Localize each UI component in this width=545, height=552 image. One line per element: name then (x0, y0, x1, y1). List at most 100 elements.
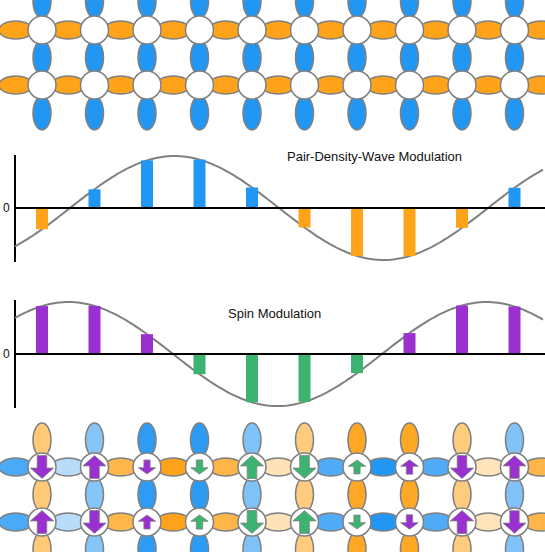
spin-arrow (293, 456, 316, 479)
site-circle (343, 71, 371, 99)
site-circle (396, 453, 424, 481)
lattice-top (0, 0, 545, 130)
site-circle (291, 16, 319, 44)
site-circle (343, 16, 371, 44)
axis (15, 207, 545, 209)
bond-ellipse (401, 478, 419, 512)
bond-ellipse (506, 478, 524, 512)
site-circle (238, 508, 266, 536)
site-circle (133, 453, 161, 481)
bond-ellipse (453, 478, 471, 512)
site-circle (133, 16, 161, 44)
site-circle (186, 453, 214, 481)
chart-label: Pair-Density-Wave Modulation (287, 150, 462, 163)
spin-arrow (138, 515, 155, 529)
spin-arrow (348, 515, 365, 529)
site-circle (133, 508, 161, 536)
amplitude-bar (404, 333, 416, 354)
site-circle (448, 16, 476, 44)
amplitude-bar (509, 307, 521, 355)
bond-ellipse (296, 96, 314, 130)
site-circle (28, 71, 56, 99)
spin-arrow (240, 456, 263, 479)
site-circle (291, 71, 319, 99)
site-circle (448, 71, 476, 99)
bond-ellipse (348, 478, 366, 512)
spin-arrow (503, 456, 526, 479)
spin-arrow (138, 460, 155, 474)
bond-ellipse (191, 41, 209, 75)
chart-label: 0 (3, 202, 10, 214)
spin-arrow (83, 456, 106, 479)
bond-ellipse (33, 96, 51, 130)
bond-ellipse (86, 41, 104, 75)
site-circle (396, 508, 424, 536)
site-circle (291, 453, 319, 481)
site-circle (186, 16, 214, 44)
amplitude-bar (194, 160, 206, 208)
bond-ellipse (33, 423, 51, 457)
bond-ellipse (191, 96, 209, 130)
amplitude-bar (246, 188, 258, 209)
spin-arrow (450, 456, 473, 479)
bond-ellipse (191, 423, 209, 457)
bond-ellipse (138, 96, 156, 130)
axis (15, 207, 545, 209)
bond-ellipse (348, 423, 366, 457)
site-circle (28, 508, 56, 536)
spin-arrow (293, 511, 316, 534)
bond-ellipse (401, 41, 419, 75)
bond-ellipse (138, 41, 156, 75)
site-circle (238, 16, 266, 44)
amplitude-bar (456, 208, 468, 228)
spin-arrow (191, 515, 208, 529)
amplitude-bar (246, 354, 258, 402)
bond-ellipse (86, 96, 104, 130)
spin-arrow (240, 511, 263, 534)
bond-ellipse (243, 423, 261, 457)
bond-ellipse (296, 478, 314, 512)
amplitude-bar (89, 306, 101, 354)
spin-arrow (83, 511, 106, 534)
site-circle (238, 71, 266, 99)
amplitude-bar (194, 354, 206, 374)
site-circle (186, 71, 214, 99)
site-circle (81, 16, 109, 44)
site-circle (396, 71, 424, 99)
site-circle (238, 453, 266, 481)
chart-label: 0 (3, 348, 10, 360)
bond-ellipse (401, 423, 419, 457)
site-circle (501, 508, 529, 536)
bond-ellipse (86, 423, 104, 457)
bond-ellipse (401, 96, 419, 130)
bond-ellipse (348, 96, 366, 130)
bond-ellipse (296, 41, 314, 75)
site-circle (186, 508, 214, 536)
amplitude-bar (351, 354, 363, 373)
site-circle (396, 16, 424, 44)
axis (15, 353, 545, 355)
site-circle (291, 508, 319, 536)
chart-label: Spin Modulation (228, 307, 321, 320)
spin-arrow (348, 460, 365, 474)
site-circle (501, 71, 529, 99)
site-circle (81, 71, 109, 99)
bond-ellipse (506, 423, 524, 457)
site-circle (81, 453, 109, 481)
site-circle (501, 16, 529, 44)
spin-arrow (30, 456, 53, 479)
bond-ellipse (33, 478, 51, 512)
spin-chart (15, 300, 545, 408)
bond-ellipse (453, 423, 471, 457)
site-circle (28, 16, 56, 44)
site-circle (28, 453, 56, 481)
bond-ellipse (453, 41, 471, 75)
site-circle (133, 71, 161, 99)
amplitude-bar (141, 334, 153, 354)
amplitude-bar (509, 188, 521, 208)
site-circle (343, 508, 371, 536)
amplitude-bar (89, 189, 101, 208)
lattice-bottom (0, 423, 545, 552)
bond-ellipse (506, 41, 524, 75)
